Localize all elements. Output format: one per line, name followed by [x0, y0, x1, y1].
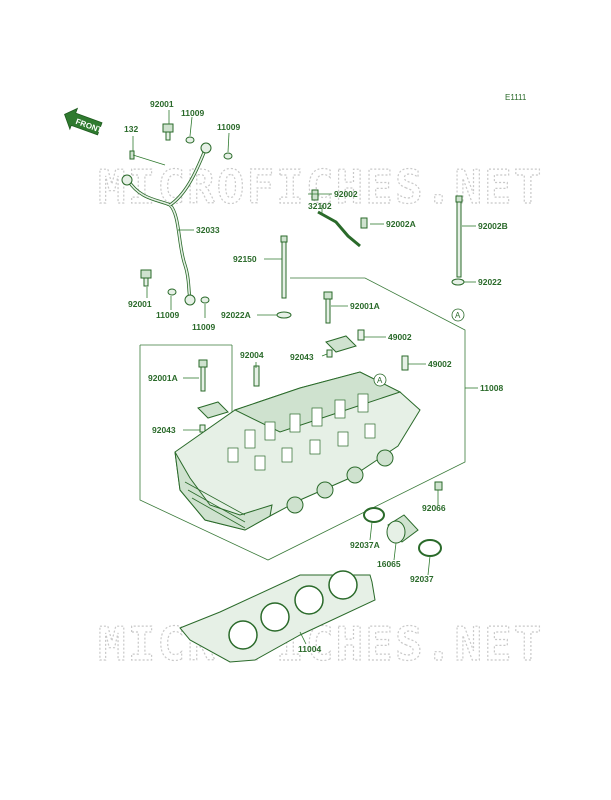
washer-icon	[200, 296, 210, 304]
cam-cap-icon	[325, 335, 357, 353]
oil-pipe-icon	[121, 142, 212, 306]
part-label-92043: 92043	[152, 425, 176, 435]
part-label-11008: 11008	[480, 383, 503, 393]
part-label-11004: 11004	[298, 644, 321, 654]
reference-marker-a: A	[373, 373, 387, 387]
bolt-icon	[162, 123, 174, 141]
part-label-11009: 11009	[217, 122, 240, 132]
part-label-132: 132	[124, 124, 138, 134]
washer-icon	[451, 278, 465, 286]
part-label-92037: 92037	[410, 574, 434, 584]
part-label-92002a: 92002A	[386, 219, 416, 229]
bolt-icon	[311, 189, 319, 201]
part-label-92037a: 92037A	[350, 540, 380, 550]
cam-cap-icon	[197, 401, 229, 419]
stud-icon	[253, 365, 260, 387]
insulator-icon	[386, 514, 419, 544]
head-gasket-icon	[179, 570, 376, 663]
bolt-icon	[360, 217, 368, 229]
part-label-92022: 92022	[478, 277, 502, 287]
part-label-92001a: 92001A	[148, 373, 178, 383]
part-label-11009: 11009	[192, 322, 215, 332]
clamp-icon	[363, 507, 385, 523]
part-label-32102: 32102	[308, 201, 332, 211]
washer-icon	[167, 288, 177, 296]
bracket-icon	[317, 210, 361, 248]
part-label-32033: 32033	[196, 225, 220, 235]
cylinder-head-icon	[174, 371, 421, 531]
part-label-92002b: 92002B	[478, 221, 508, 231]
part-label-92001a: 92001A	[350, 301, 380, 311]
washer-icon	[223, 152, 233, 160]
part-label-49002: 49002	[388, 332, 412, 342]
bolt-icon	[198, 359, 208, 392]
part-label-92066: 92066	[422, 503, 446, 513]
leader-lines	[132, 110, 478, 645]
dowel-icon	[326, 349, 333, 358]
cylinder-head-frame	[139, 277, 466, 561]
bolt-icon	[140, 269, 152, 287]
part-label-16065: 16065	[377, 559, 401, 569]
svg-text:A: A	[377, 376, 383, 385]
dowel-icon	[199, 424, 206, 433]
stud-icon	[280, 235, 288, 299]
reference-marker-a: A	[451, 308, 465, 322]
plug-icon	[434, 481, 443, 491]
part-label-92001: 92001	[128, 299, 152, 309]
part-label-92001: 92001	[150, 99, 174, 109]
svg-text:A: A	[455, 311, 461, 320]
clamp-icon	[418, 539, 442, 557]
bolt-icon	[323, 291, 333, 324]
front-arrow-icon: FRONT	[64, 107, 103, 136]
part-label-92022a: 92022A	[221, 310, 251, 320]
long-stud-icon	[455, 195, 463, 278]
part-labels: 92001 11009 132 11009 92002 32102 92002A…	[124, 99, 508, 654]
part-label-92043: 92043	[290, 352, 314, 362]
part-label-49002: 49002	[428, 359, 452, 369]
washer-icon	[185, 136, 195, 144]
dowel-icon	[401, 355, 409, 371]
part-label-92004: 92004	[240, 350, 264, 360]
part-label-11009: 11009	[156, 310, 179, 320]
part-label-11009: 11009	[181, 108, 204, 118]
diagram-code: E1111	[505, 93, 527, 102]
washer-icon	[276, 311, 292, 319]
part-label-92150: 92150	[233, 254, 257, 264]
part-label-92002: 92002	[334, 189, 358, 199]
dowel-icon	[357, 329, 365, 341]
